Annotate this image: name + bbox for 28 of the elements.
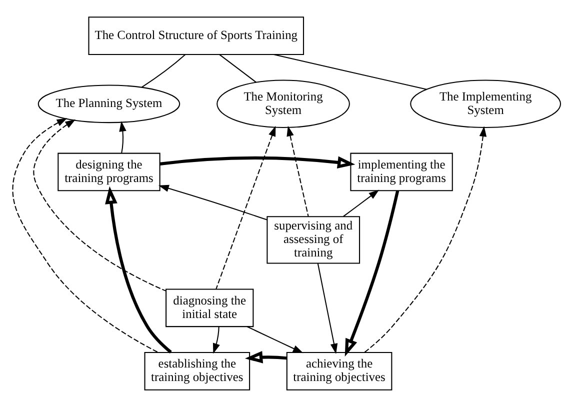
arrow: [119, 120, 126, 153]
node-box: diagnosing the initial state: [166, 288, 254, 327]
arrow: [12, 118, 158, 352]
arrow: [33, 118, 166, 291]
arrow: [286, 125, 309, 216]
arrow: [364, 126, 487, 352]
arrow: [105, 186, 172, 353]
node-ellipse: The Planning System: [38, 84, 180, 123]
arrow: [344, 190, 400, 356]
node-box: establishing the training objectives: [144, 351, 250, 390]
arrow: [158, 184, 268, 220]
arrow: [160, 156, 356, 168]
arrow: [246, 326, 304, 353]
node-box: designing the training programs: [58, 152, 160, 191]
connector: [219, 54, 256, 82]
node-box: achieving the training objectives: [286, 351, 392, 390]
arrow: [317, 262, 338, 354]
connector: [274, 54, 427, 90]
node-box: implementing the training programs: [350, 152, 453, 191]
node-ellipse: The Implementing System: [410, 79, 562, 128]
node-box: The Control Structure of Sports Training: [88, 16, 304, 55]
arrow: [244, 350, 287, 363]
node-box: supervising and assessing of training: [266, 216, 360, 264]
node-ellipse: The Monitoring System: [216, 79, 350, 128]
arrow: [216, 125, 276, 289]
arrow: [343, 189, 380, 216]
arrow: [212, 326, 220, 354]
connector: [142, 54, 186, 88]
